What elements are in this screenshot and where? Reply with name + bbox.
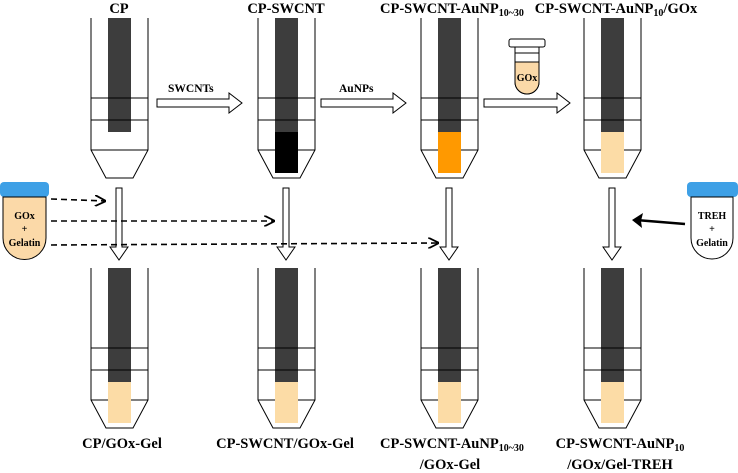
- vial-cap: [687, 182, 738, 197]
- electrode-cp-swcnt-aunp-gox: [583, 17, 642, 179]
- gel-layer: [275, 382, 298, 423]
- arrow-swcnts: [156, 91, 243, 115]
- solid-arrow-treh: [635, 218, 686, 226]
- vial-text-treh: TREH: [698, 211, 727, 222]
- gox-tube: GOx: [508, 38, 546, 95]
- tube-cap: [508, 38, 546, 48]
- tube-text-gox: GOx: [517, 73, 538, 84]
- gox-gelatin-vial: GOx + Gelatin: [0, 182, 49, 260]
- treh-gelatin-vial: TREH + Gelatin: [687, 182, 738, 260]
- vial-text-plus: +: [22, 224, 28, 235]
- gel-layer: [601, 382, 624, 423]
- dashed-arrow-1: [50, 199, 105, 201]
- electrode-cp-swcnt-aunp-gox-gel: [420, 267, 479, 429]
- electrode-cp-gox-gel: [90, 267, 149, 429]
- gel-layer: [108, 382, 131, 423]
- electrode-cp: [90, 17, 149, 179]
- label-cp-swcnt: CP-SWCNT: [247, 1, 325, 17]
- arrow-label-aunps: AuNPs: [339, 83, 374, 95]
- electrode-cp-swcnt-aunp-gox-gel-treh: [583, 267, 642, 429]
- electrode-cp-swcnt-gox-gel: [257, 267, 316, 429]
- label-cp: CP: [109, 1, 129, 17]
- label-cp-swcnt-aunp-gox: CP-SWCNT-AuNP10/GOx: [534, 1, 698, 19]
- vial-text-gelatin: Gelatin: [696, 238, 728, 249]
- gel-layer: [438, 382, 461, 423]
- vial-text-plus: +: [709, 224, 715, 235]
- label-cp-swcnt-aunp-gox-gel-treh: CP-SWCNT-AuNP10 /GOx/Gel-TREH: [555, 436, 685, 473]
- arrow-label-swcnts: SWCNTs: [168, 83, 214, 95]
- vial-text-gox: GOx: [14, 211, 35, 222]
- label-cp-swcnt-gox-gel: CP-SWCNT/GOx-Gel: [216, 436, 354, 452]
- solid-arrow-treh-head: [632, 213, 643, 228]
- arrow-down-3: [439, 187, 459, 261]
- gox-layer: [601, 132, 624, 173]
- arrow-down-4: [602, 187, 622, 261]
- electrode-cp-swcnt-aunp: [420, 17, 479, 179]
- arrow-down-1: [109, 187, 129, 261]
- label-cp-swcnt-aunp-gox-gel: CP-SWCNT-AuNP10~30 /GOx-Gel: [380, 436, 524, 473]
- aunp-layer: [438, 132, 461, 173]
- swcnt-layer: [275, 132, 298, 173]
- dashed-arrow-3: [50, 243, 438, 245]
- electrode-cp-swcnt: [257, 17, 316, 179]
- arrow-aunps: [320, 91, 407, 115]
- label-cp-gox-gel: CP/GOx-Gel: [82, 436, 162, 452]
- arrow-gox: [483, 91, 571, 115]
- vial-cap: [0, 182, 49, 197]
- arrow-down-2: [276, 187, 296, 261]
- label-cp-swcnt-aunp: CP-SWCNT-AuNP10~30: [380, 1, 524, 19]
- vial-text-gelatin: Gelatin: [9, 238, 41, 249]
